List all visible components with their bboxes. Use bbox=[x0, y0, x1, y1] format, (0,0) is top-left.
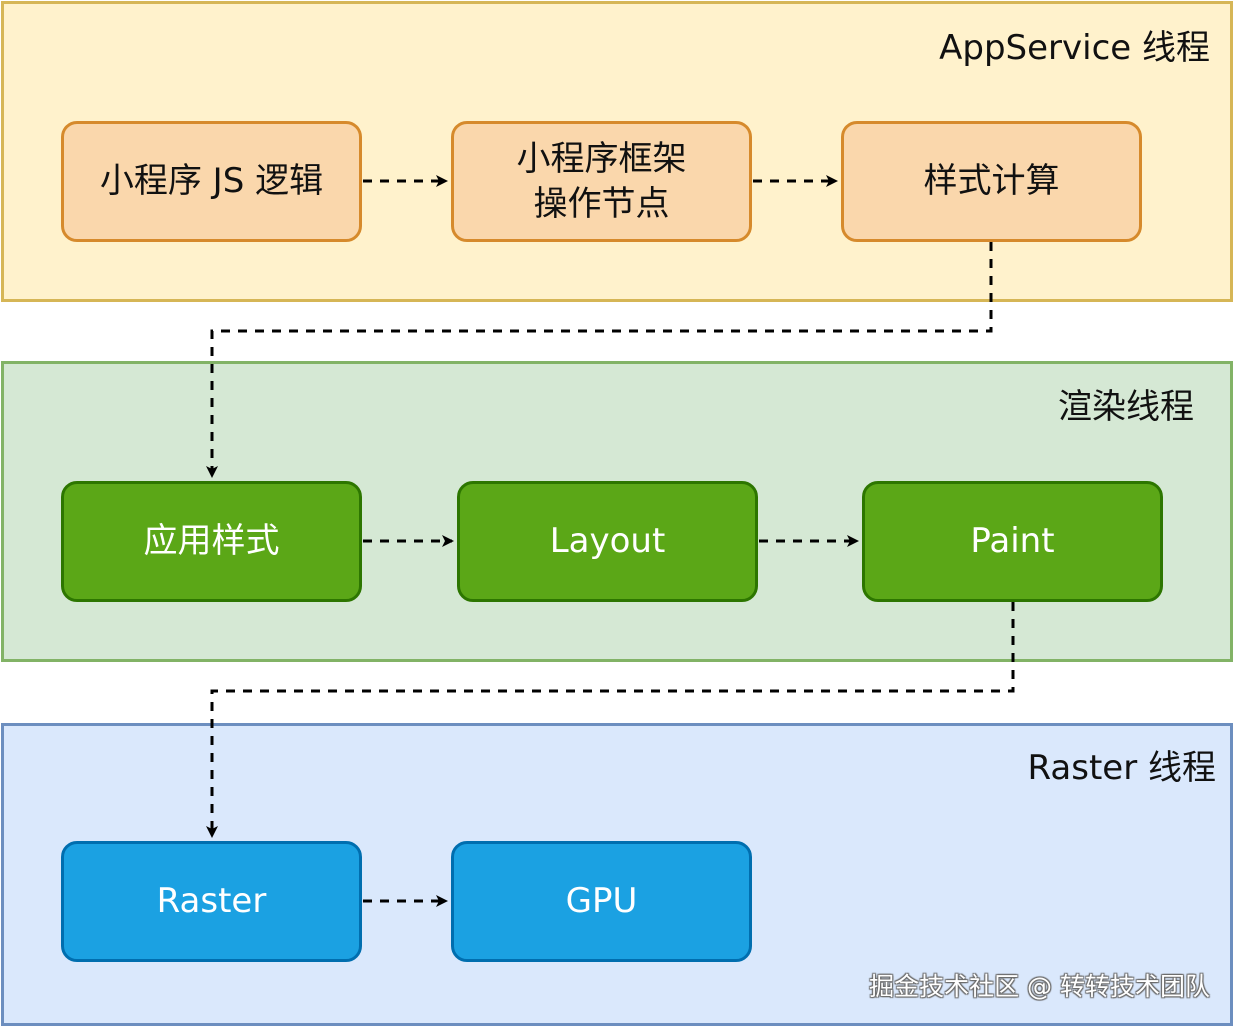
watermark: 掘金技术社区 @ 转转技术团队 bbox=[869, 972, 1210, 1001]
node-label-line1: 小程序框架 bbox=[516, 139, 687, 180]
lane-title: AppService 线程 bbox=[939, 28, 1210, 68]
node-label: 应用样式 bbox=[143, 521, 280, 562]
node-label: Raster bbox=[156, 881, 267, 922]
node-label: Layout bbox=[549, 521, 666, 562]
node-label: 小程序 JS 逻辑 bbox=[99, 161, 324, 202]
node-layout[interactable]: Layout bbox=[457, 481, 758, 602]
node-label-line2: 操作节点 bbox=[533, 183, 670, 224]
node-label: 样式计算 bbox=[923, 161, 1060, 202]
node-framework-ops[interactable]: 小程序框架 操作节点 bbox=[451, 121, 752, 242]
node-label: GPU bbox=[565, 881, 638, 922]
node-apply-style[interactable]: 应用样式 bbox=[61, 481, 362, 602]
lane-title: 渲染线程 bbox=[1058, 387, 1194, 427]
node-gpu[interactable]: GPU bbox=[451, 841, 752, 962]
node-raster[interactable]: Raster bbox=[61, 841, 362, 962]
node-style-calc[interactable]: 样式计算 bbox=[841, 121, 1142, 242]
node-label: Paint bbox=[970, 521, 1055, 562]
node-js-logic[interactable]: 小程序 JS 逻辑 bbox=[61, 121, 362, 242]
lane-title: Raster 线程 bbox=[1027, 748, 1216, 788]
node-paint[interactable]: Paint bbox=[862, 481, 1163, 602]
